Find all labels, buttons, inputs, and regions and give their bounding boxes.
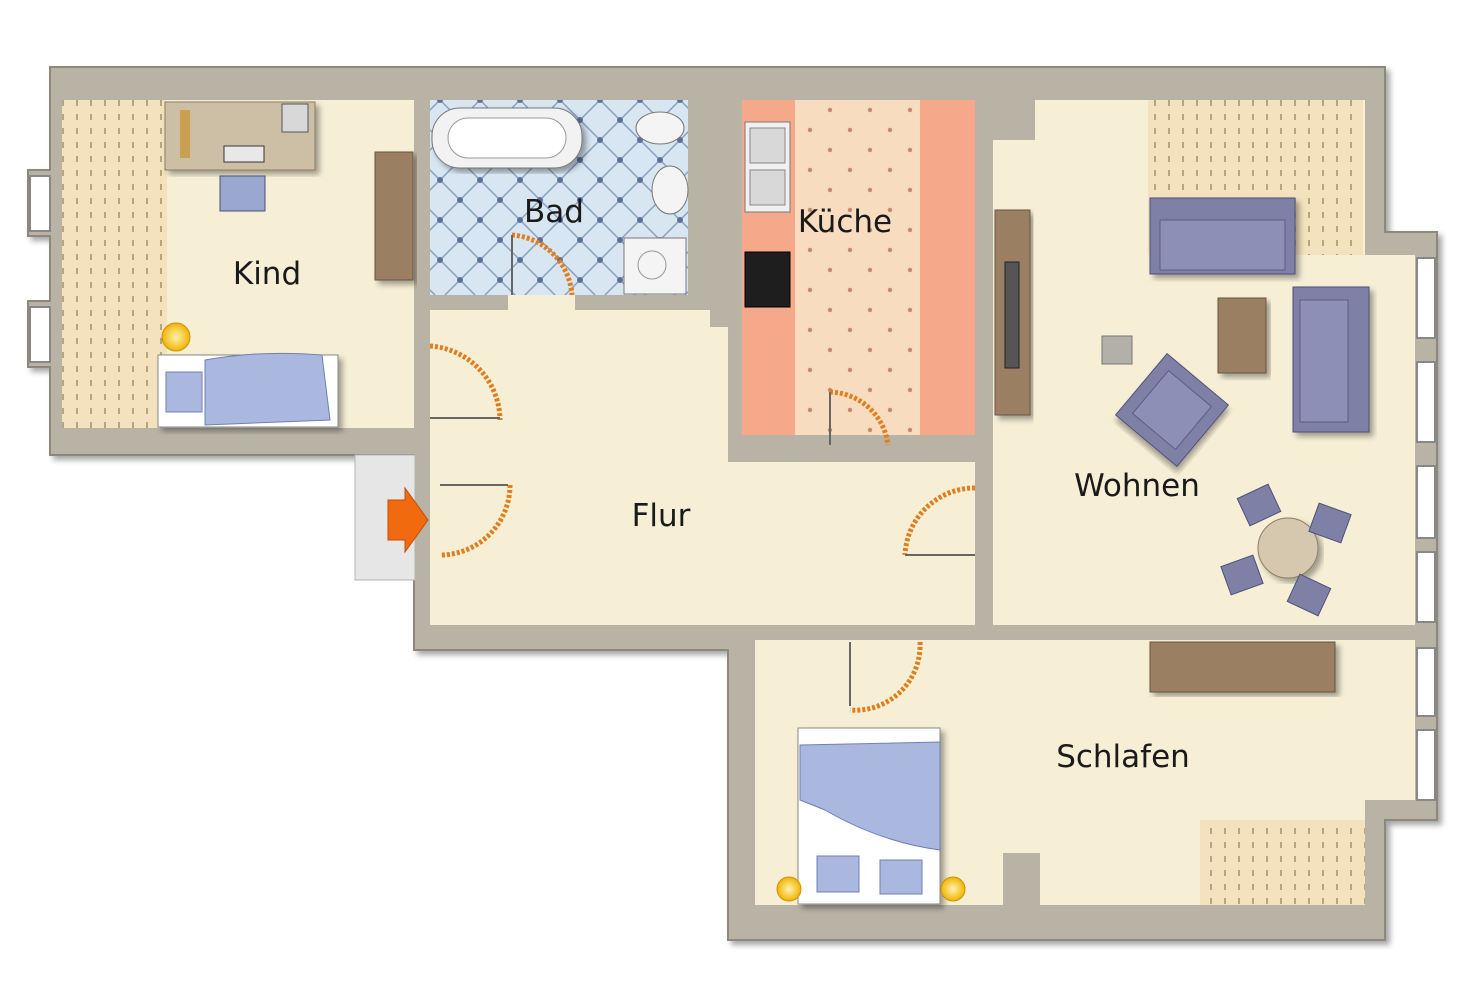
schlafen-furniture (776, 641, 1336, 905)
door-swing-icon (439, 484, 513, 558)
entrance (354, 454, 429, 581)
door-swing-icon (429, 343, 503, 421)
bad-furniture (431, 107, 689, 295)
windows (29, 175, 1436, 801)
room-label-wohnen: Wohnen (1074, 468, 1200, 504)
entry-arrow-icon (387, 486, 429, 554)
kueche-furniture (744, 121, 791, 308)
doors (429, 232, 976, 713)
room-label-kueche: Küche (798, 204, 892, 240)
wohnen-furniture (994, 197, 1370, 617)
door-swing-icon (849, 641, 923, 713)
room-labels: Kind Bad Küche Wohnen Flur Schlafen (233, 194, 1200, 775)
kind-furniture (157, 101, 414, 428)
room-label-flur: Flur (632, 498, 691, 534)
lamp-icon (161, 322, 191, 352)
room-label-bad: Bad (524, 194, 584, 230)
door-swing-icon (829, 389, 891, 446)
room-label-kind: Kind (233, 256, 301, 292)
lamp-icon (776, 876, 802, 902)
lamp-icon (940, 876, 966, 902)
room-label-schlafen: Schlafen (1056, 739, 1190, 775)
door-swing-icon (511, 232, 575, 296)
